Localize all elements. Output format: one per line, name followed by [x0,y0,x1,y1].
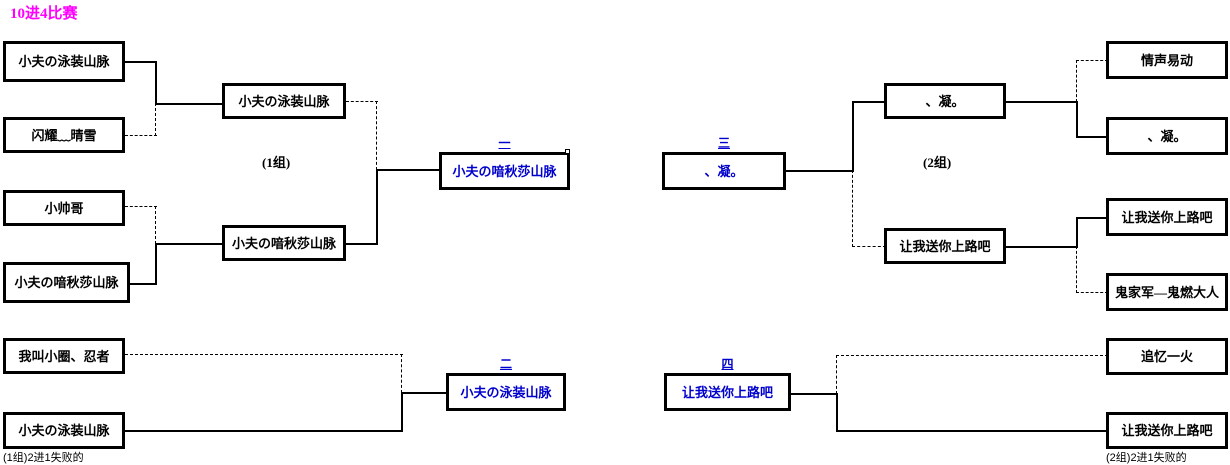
g1-connector-2b [155,206,156,244]
g2-connector-2e [1006,246,1078,248]
g1-final-rank: 一 [498,136,511,150]
g1-connector-4d [401,392,403,431]
g2-footnote: (2组)2进1失败的 [1106,452,1187,464]
g2-connector-4a [836,355,1108,356]
g1-connector-3d [376,169,378,244]
g2-connector-4b [836,355,837,394]
g1-connector-1a [125,61,157,63]
g2-connector-4d [836,393,838,432]
g2-final-rank: 三 [717,136,730,150]
resize-handle[interactable] [565,149,570,154]
g1-connector-4e [401,392,446,394]
g1-connector-2a [125,206,157,207]
g1-connector-3a [346,101,378,102]
g1-connector-4c [125,430,403,432]
g2-consolation-rank: 四 [721,357,734,371]
g2-r2-box-1[interactable]: 、凝。 [884,83,1006,119]
g2-r1-box-4[interactable]: 鬼家军—鬼燃大人 [1106,273,1228,311]
g2-connector-2c [1076,292,1108,293]
g2-consolation-box-1[interactable]: 追忆一火 [1106,338,1228,375]
g1-consolation-rank: 二 [499,357,512,371]
g2-consolation-winner-box[interactable]: 让我送你上路吧 [664,373,791,411]
g2-connector-1a [1076,60,1108,61]
g1-r2-box-1[interactable]: 小夫の泳装山脉 [222,83,346,119]
g1-connector-1b [155,61,157,104]
g2-r1-box-2[interactable]: 、凝。 [1106,117,1228,155]
g1-r1-box-3[interactable]: 小帅哥 [3,190,125,226]
g1-r1-box-2[interactable]: 闪耀﹏晴雪 [3,117,125,153]
g1-connector-2d [155,243,157,284]
g2-connector-2b [1076,217,1078,247]
g2-connector-1d [1076,101,1078,137]
g2-connector-3b [852,101,854,171]
g2-final-box[interactable]: 、凝。 [662,152,786,190]
g1-connector-4b [401,354,402,393]
g1-connector-2e [155,243,224,245]
g2-connector-2d [1076,246,1077,293]
g2-connector-4c [836,430,1108,432]
g2-connector-1c [1076,136,1108,138]
g2-consolation-box-2[interactable]: 让我送你上路吧 [1106,412,1228,449]
g1-connector-3b [376,101,377,170]
g1-consolation-box-2[interactable]: 小夫の泳装山脉 [3,412,125,449]
g1-connector-2c [130,283,157,285]
g2-connector-2a [1076,217,1108,219]
g1-connector-1e [155,103,224,105]
g2-connector-4e [791,393,838,395]
page-title: 10进4比赛 [10,6,78,22]
g2-connector-3a [852,101,886,103]
g1-connector-3c [346,243,378,245]
g1-consolation-winner-box[interactable]: 小夫の泳装山脉 [446,373,566,411]
g1-connector-3e [376,169,439,171]
g1-r1-box-1[interactable]: 小夫の泳装山脉 [3,41,125,82]
g1-r2-box-2[interactable]: 小夫の喑秋莎山脉 [222,225,346,261]
g1-connector-1c [125,135,157,136]
g2-r1-box-1[interactable]: 情声易动 [1106,41,1228,79]
g1-r1-box-4[interactable]: 小夫の喑秋莎山脉 [3,262,130,303]
g1-group-label: (1组) [262,155,291,170]
g2-connector-1b [1076,60,1077,102]
g1-final-box[interactable]: 小夫の喑秋莎山脉 [439,152,570,190]
g1-connector-1d [155,103,156,136]
g2-group-label: (2组) [923,155,952,170]
g2-connector-3e [786,170,854,172]
g1-footnote: (1组)2进1失败的 [3,452,84,464]
g1-consolation-box-1[interactable]: 我叫小圈、忍者 [3,338,125,374]
g2-connector-3c [852,246,886,247]
g2-connector-3d [852,170,853,247]
g2-connector-1e [1006,101,1078,103]
g2-r2-box-2[interactable]: 让我送你上路吧 [884,228,1006,264]
g1-connector-4a [125,354,403,355]
g2-r1-box-3[interactable]: 让我送你上路吧 [1106,198,1228,236]
